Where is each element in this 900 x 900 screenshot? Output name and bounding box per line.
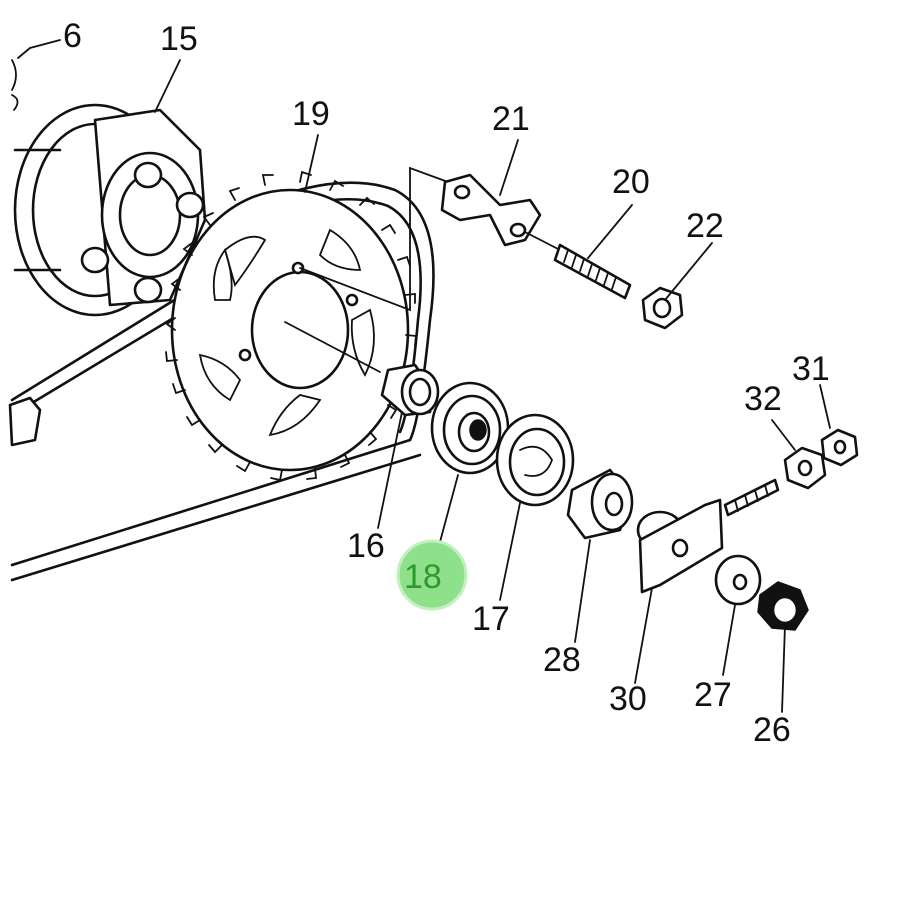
nut-26-drawing: [757, 581, 809, 631]
callout-32: 32: [744, 380, 782, 418]
callout-22: 22: [686, 207, 724, 245]
nut-22-drawing: [641, 286, 684, 330]
callout-31: 31: [792, 350, 830, 388]
hub-drawing: [11, 59, 207, 317]
bearing-17-drawing: [495, 413, 575, 507]
collar-drawing: [380, 363, 440, 417]
callout-30: 30: [609, 680, 647, 718]
bracket-drawing: [284, 166, 542, 373]
callout-labels: 6 15 19 21 20 22 31 32 16 18 17 28 30 27…: [63, 17, 830, 749]
washer-27-drawing: [714, 554, 762, 606]
leader-lines: [17, 39, 831, 713]
callout-19: 19: [292, 95, 330, 133]
callout-18: 18: [404, 558, 442, 596]
callout-26: 26: [753, 711, 791, 749]
callout-21: 21: [492, 100, 530, 138]
bolt-drawing: [524, 231, 632, 300]
callout-17: 17: [472, 600, 510, 638]
callout-20: 20: [612, 163, 650, 201]
callout-16: 16: [347, 527, 385, 565]
nuts-31-32-drawing: [783, 428, 859, 490]
highlight-circle: [396, 539, 468, 611]
sprocket-drawing: [165, 170, 417, 482]
callout-6: 6: [63, 17, 82, 55]
spacer-28-drawing: [566, 468, 634, 540]
callout-15: 15: [160, 20, 198, 58]
callout-27: 27: [694, 676, 732, 714]
adjuster-30-drawing: [636, 478, 780, 594]
callout-28: 28: [543, 641, 581, 679]
